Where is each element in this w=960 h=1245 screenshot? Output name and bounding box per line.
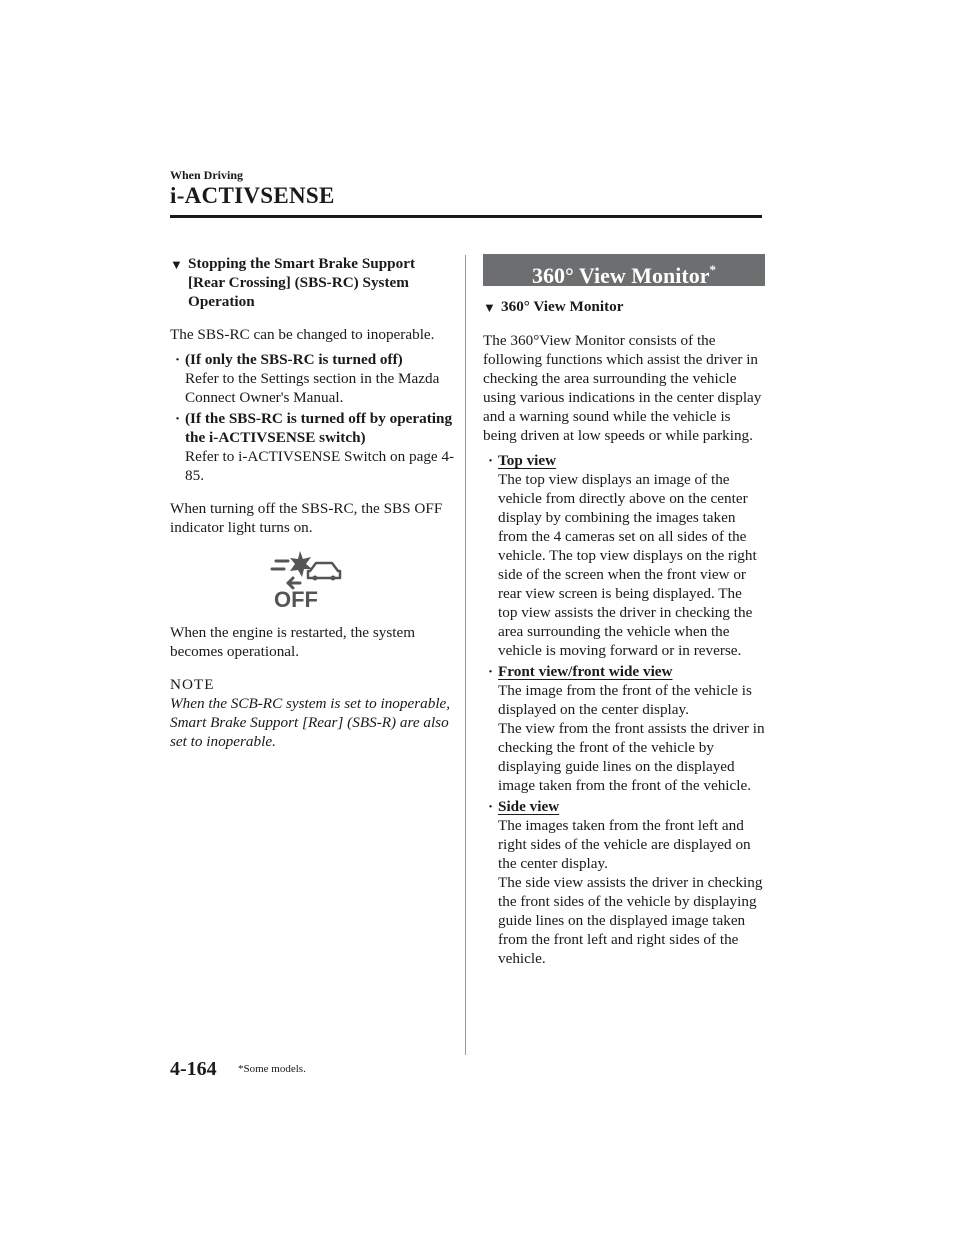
list-item: · (If the SBS-RC is turned off by operat… (170, 409, 455, 485)
sbs-off-indicator-icon: OFF (266, 549, 346, 612)
banner-mark: * (709, 262, 716, 277)
bullet-title: Front view/front wide view (498, 663, 673, 680)
bullet-text: The images taken from the front left and… (498, 817, 751, 872)
restart-text: When the engine is restarted, the system… (170, 624, 416, 660)
bullet-title: Top view (498, 452, 557, 469)
off-label: OFF (274, 587, 318, 609)
sbs-rc-heading-text: Stopping the Smart Brake Support [Rear C… (188, 255, 416, 310)
sbs-rc-heading: ▼ Stopping the Smart Brake Support [Rear… (170, 254, 455, 311)
bullet-dot-icon: · (174, 410, 181, 427)
footnote: *Some models. (238, 1063, 306, 1075)
bullet-dot-icon: · (487, 798, 494, 815)
right-column: 360° View Monitor* ▼ 360° View Monitor T… (483, 254, 765, 968)
bullet-title: (If the SBS-RC is turned off by operatin… (185, 410, 453, 446)
sbs-off-indicator-svg: OFF (270, 551, 342, 612)
column-divider (465, 255, 466, 1055)
list-item: · Front view/front wide view The image f… (483, 662, 765, 795)
view-monitor-intro: The 360°View Monitor consists of the fol… (483, 332, 762, 444)
bullet-text: The top view displays an image of the ve… (498, 471, 757, 659)
bullet-dot-icon: · (487, 452, 494, 469)
note-text: When the SCB-RC system is set to inopera… (170, 695, 451, 750)
triangle-bullet-icon: ▼ (483, 300, 496, 315)
sbs-rc-intro: The SBS-RC can be changed to inoperable. (170, 326, 435, 343)
bullet-title: (If only the SBS-RC is turned off) (185, 351, 403, 368)
bullet-text: The image from the front of the vehicle … (498, 682, 752, 718)
bullet-text-2: The view from the front assists the driv… (498, 720, 765, 794)
bullet-text: Refer to the Settings section in the Maz… (185, 370, 440, 406)
bullet-title: Side view (498, 798, 560, 815)
list-item: · (If only the SBS-RC is turned off) Ref… (170, 350, 455, 407)
view-monitor-heading-text: 360° View Monitor (501, 298, 624, 315)
section-label: When Driving (170, 168, 244, 182)
list-item: · Top view The top view displays an imag… (483, 451, 765, 660)
section-banner: 360° View Monitor* (483, 254, 765, 288)
banner-title: 360° View Monitor (532, 263, 710, 288)
chapter-title: i-ACTIVSENSE (170, 183, 335, 208)
list-item: · Side view The images taken from the fr… (483, 797, 765, 968)
triangle-bullet-icon: ▼ (170, 257, 183, 272)
view-monitor-heading: ▼ 360° View Monitor (483, 297, 765, 317)
bullet-dot-icon: · (487, 663, 494, 680)
bullet-text: Refer to i-ACTIVSENSE Switch on page 4-8… (185, 448, 455, 484)
note-label: NOTE (170, 676, 215, 693)
turn-off-text: When turning off the SBS-RC, the SBS OFF… (170, 500, 443, 536)
bullet-dot-icon: · (174, 351, 181, 368)
header-rule (170, 215, 762, 218)
bullet-text-2: The side view assists the driver in chec… (498, 874, 763, 967)
page-number: 4-164 (170, 1058, 217, 1080)
left-column: ▼ Stopping the Smart Brake Support [Rear… (170, 254, 455, 751)
